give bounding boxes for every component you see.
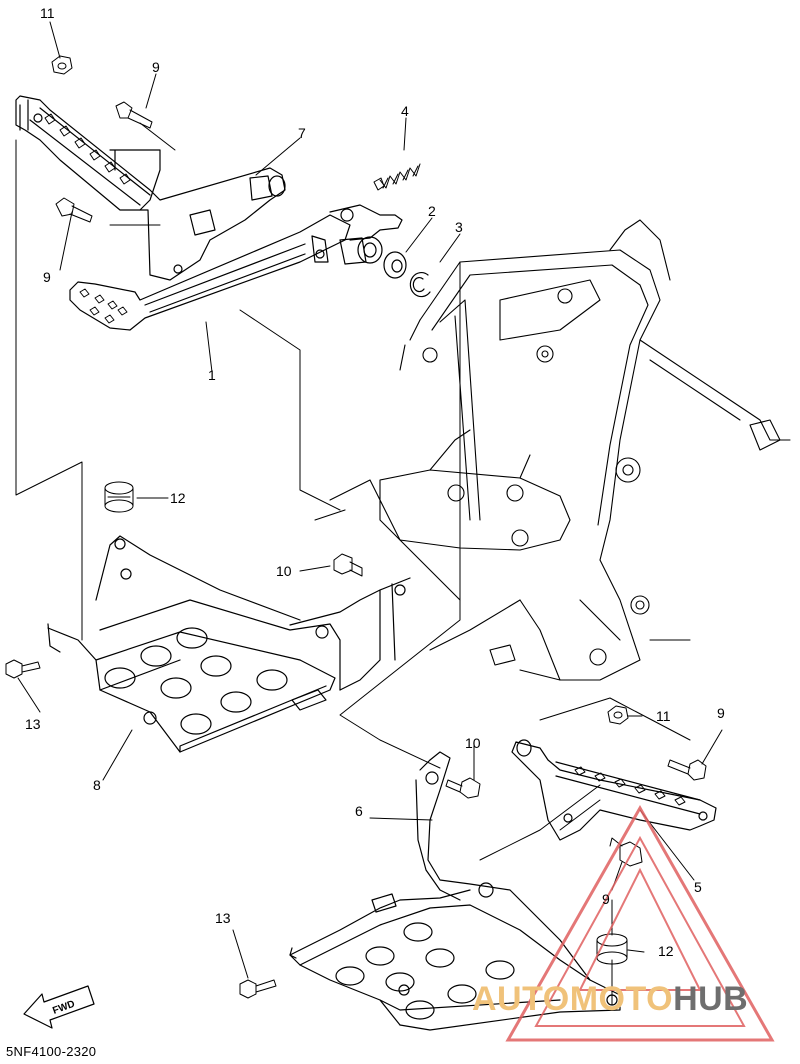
part-9-bolt-a [115, 101, 153, 129]
callout-2: 2 [428, 203, 436, 219]
part-13-bolt-a [5, 659, 41, 679]
part-11-nut-b [607, 705, 629, 725]
part-5-bracket [511, 739, 717, 841]
callout-8: 8 [93, 777, 101, 793]
part-8-skid-plate [47, 535, 411, 753]
part-3-clip [409, 271, 431, 298]
bolts [5, 55, 707, 999]
skid-holes-upper [104, 627, 288, 735]
callout-11-top: 11 [40, 5, 55, 21]
callout-10-mid: 10 [276, 563, 292, 579]
part-6-skid-plate [289, 751, 621, 1031]
watermark-suffix: HUB [673, 980, 749, 1018]
callout-9-top: 9 [152, 59, 160, 75]
watermark-text: AUTOMOTOHUB [472, 980, 748, 1019]
callout-3: 3 [455, 219, 463, 235]
part-10-bolt-b [445, 777, 481, 799]
diagram-code: 5NF4100-2320 [6, 1044, 97, 1059]
callout-9-left: 9 [43, 269, 51, 285]
part-10-bolt-a [333, 553, 363, 577]
reference-lines [15, 122, 691, 1006]
watermark-logo [505, 804, 775, 1042]
part-9-bolt-c [667, 759, 707, 781]
frame [314, 219, 791, 681]
callout-6: 6 [355, 803, 363, 819]
callout-10-right: 10 [465, 735, 481, 751]
callout-13-lower: 13 [215, 910, 231, 926]
callout-12-top: 12 [170, 490, 186, 506]
part-2-washer [383, 251, 407, 279]
part-12-grommet-a [104, 481, 134, 513]
part-13-bolt-b [239, 979, 277, 999]
callout-12-lower: 12 [658, 943, 674, 959]
skid-holes-lower [335, 922, 515, 1020]
callout-1: 1 [208, 367, 216, 383]
part-4-spring [373, 163, 421, 191]
callout-13-left: 13 [25, 716, 41, 732]
callout-5: 5 [694, 879, 702, 895]
watermark-brand: AUTOMOTO [472, 980, 674, 1018]
callout-4: 4 [401, 103, 409, 119]
part-11-nut-a [51, 55, 73, 75]
part-7-bracket [15, 95, 286, 281]
callout-leaders [17, 21, 723, 979]
callout-7: 7 [298, 125, 306, 141]
callout-11-right: 11 [656, 708, 671, 724]
callout-9-lower: 9 [602, 891, 610, 907]
part-9-bolt-b [55, 197, 93, 223]
fwd-arrow: FWD [23, 985, 95, 1029]
callout-9-right: 9 [717, 705, 725, 721]
fwd-label: FWD [51, 999, 76, 1017]
part-1-brake-pedal [69, 204, 403, 331]
